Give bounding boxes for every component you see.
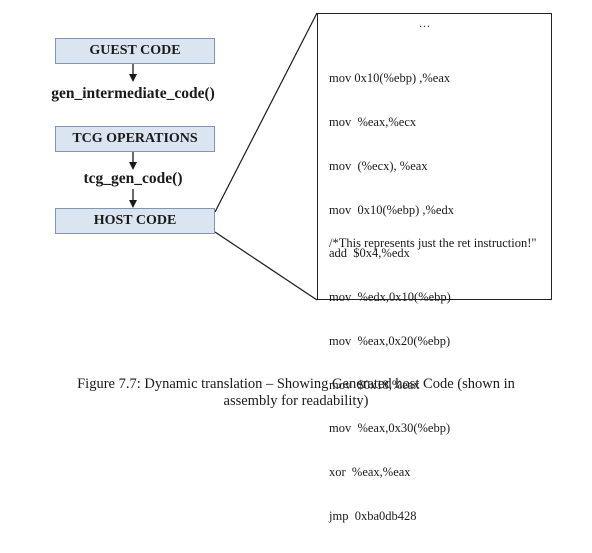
generated-code-panel: ... mov 0x10(%ebp) ,%eax mov %eax,%ecx m… (317, 13, 552, 523)
zoom-line-bottom (214, 231, 318, 301)
caption-line-1: Figure 7.7: Dynamic translation – Showin… (77, 376, 515, 392)
assembly-code-block: mov 0x10(%ebp) ,%eax mov %eax,%ecx mov (… (329, 42, 454, 553)
code-line: mov $0x18,%eax (329, 377, 420, 392)
code-line: mov 0x10(%ebp) ,%eax (329, 71, 451, 86)
code-line: xor %eax,%eax (329, 465, 411, 480)
host-code-label: HOST CODE (93, 213, 177, 228)
zoom-line-top (214, 12, 318, 213)
connector-lines (129, 12, 318, 301)
tcg-operations-label: TCG OPERATIONS (72, 131, 198, 146)
guest-code-label: GUEST CODE (89, 43, 181, 58)
gen-intermediate-code-label: gen_intermediate_code() (51, 85, 215, 102)
code-line: jmp 0xba0db428 (329, 509, 417, 523)
code-line: mov %eax,0x20(%ebp) (329, 333, 451, 348)
tcg-gen-code-label: tcg_gen_code() (83, 170, 183, 187)
code-line: add $0x4,%edx (329, 246, 410, 261)
caption-line-2: assembly for readability) (223, 393, 369, 409)
code-ellipsis: ... (419, 16, 431, 30)
guest-code-box: GUEST CODE (55, 38, 215, 64)
code-line: mov %eax,0x30(%ebp) (329, 421, 451, 436)
code-line: mov %eax,%ecx (329, 114, 417, 129)
code-line: mov 0x10(%ebp) ,%edx (329, 202, 454, 217)
tcg-operations-box: TCG OPERATIONS (55, 126, 215, 152)
code-line: mov (%ecx), %eax (329, 158, 428, 173)
code-line: mov %edx,0x10(%ebp) (329, 290, 451, 305)
figure-caption: Figure 7.7: Dynamic translation – Showin… (0, 376, 592, 410)
code-comment: /*This represents just the ret instructi… (329, 236, 537, 250)
host-code-box: HOST CODE (55, 208, 215, 234)
